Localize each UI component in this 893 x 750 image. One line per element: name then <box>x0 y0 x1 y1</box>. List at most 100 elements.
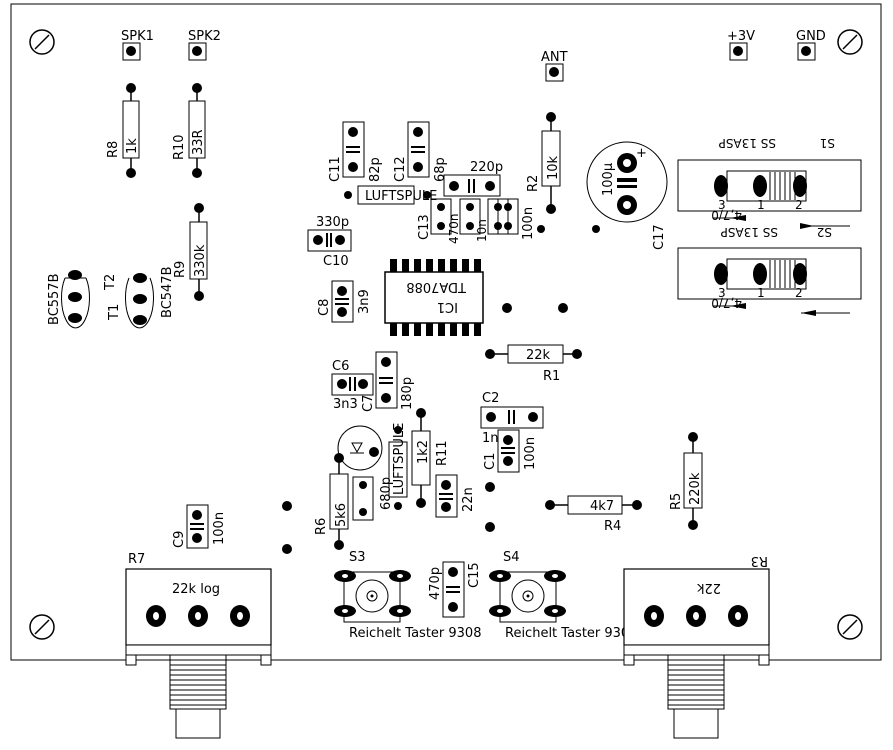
switch-s1-pin-b: 1 <box>757 198 765 212</box>
connector-spk2: SPK2 <box>188 29 221 61</box>
resistor-r1: 22k R1 <box>485 344 582 384</box>
ic-ic1-part: TDA7088 <box>406 279 467 294</box>
resistor-r11: 1k2 R11 <box>411 408 450 508</box>
inductor-l1-label: LUFTSPULE <box>365 189 437 204</box>
resistor-r6-value: 5k6 <box>334 503 349 527</box>
capacitor-c14: 470n <box>447 198 481 244</box>
capacitor-c3-value: 100n <box>521 207 536 240</box>
switch-s2-pin-c: 2 <box>795 286 803 300</box>
capacitor-c7-value: 180p <box>400 377 415 410</box>
connector-ant-label: ANT <box>541 50 568 65</box>
resistor-r2-name: R2 <box>526 175 541 192</box>
connector-gnd: GND <box>796 29 826 61</box>
capacitor-c7-name: C7 <box>361 395 376 412</box>
resistor-r9-name: R9 <box>173 261 188 278</box>
capacitor-220p: 220p <box>443 160 503 197</box>
resistor-r8-value: 1k <box>125 138 140 154</box>
capacitor-c8-value: 3n9 <box>357 289 372 314</box>
capacitor-c5-value: 22n <box>461 487 476 512</box>
resistor-r10-name: R10 <box>172 134 187 160</box>
connector-spk2-label: SPK2 <box>188 29 221 44</box>
capacitor-c12-value: 68p <box>433 157 448 182</box>
resistor-r1-value: 22k <box>526 348 551 363</box>
resistor-r10-value: 33R <box>191 129 206 155</box>
switch-s1-pin-a: 3 <box>718 198 726 212</box>
resistor-r10: 33R R10 <box>172 83 206 178</box>
button-s4-name: S4 <box>503 550 520 565</box>
capacitor-c15: 470p C15 <box>428 561 482 618</box>
resistor-r9-value: 330k <box>193 244 208 277</box>
resistor-r11-name: R11 <box>435 440 450 466</box>
via <box>537 225 545 233</box>
capacitor-c9: 100n C9 <box>172 504 227 549</box>
capacitor-c11-value: 82p <box>368 157 383 182</box>
switch-s1-name: S1 <box>820 136 835 150</box>
switch-s2: 3 1 2 SS 13ASP S2 4,7/0 <box>677 225 862 316</box>
capacitor-c7: 180p C7 <box>361 351 415 412</box>
potentiometer-r7: R7 22k log <box>125 552 272 739</box>
resistor-r4: 4k7 R4 <box>545 495 642 534</box>
capacitor-c12-name: C12 <box>393 156 408 182</box>
capacitor-c2: C2 1n <box>480 391 544 446</box>
resistor-r5-value: 220k <box>688 472 703 505</box>
capacitor-c1-value: 100n <box>523 437 538 470</box>
switch-s1-ratio: 4,7/0 <box>711 208 742 222</box>
resistor-r5: 220k R5 <box>669 432 703 530</box>
resistor-r2-value: 10k <box>546 155 561 180</box>
resistor-r1-name: R1 <box>543 369 560 384</box>
capacitor-c8: 3n9 C8 <box>317 280 372 323</box>
resistor-r4-name: R4 <box>604 519 621 534</box>
capacitor-c11: 82p C11 <box>328 121 383 182</box>
capacitor-c14-value: 470n <box>447 213 461 244</box>
resistor-r4-value: 4k7 <box>590 499 614 514</box>
ic-ic1: TDA7088 IC1 <box>384 259 484 336</box>
transistor-t1: BC547B T1 <box>107 267 175 329</box>
capacitor-c17-name: C17 <box>652 224 667 250</box>
transistor-t2-name: T2 <box>103 274 118 291</box>
resistor-r6: 5k6 R6 <box>314 453 349 550</box>
capacitor-c1: 100n C1 <box>483 429 538 473</box>
connector-gnd-label: GND <box>796 29 826 44</box>
via <box>592 225 600 233</box>
via <box>485 482 495 492</box>
capacitor-c6-name: C6 <box>332 359 349 374</box>
capacitor-c15-value: 470p <box>428 567 443 600</box>
capacitor-c10-value: 330p <box>316 215 349 230</box>
resistor-r2: 10k R2 <box>526 112 561 214</box>
transistor-t2-type: BC557B <box>47 274 62 326</box>
mounting-hole-bottom-left <box>29 614 55 640</box>
resistor-r8-name: R8 <box>106 141 121 158</box>
capacitor-c15-name: C15 <box>467 562 482 588</box>
capacitor-c9-value: 100n <box>212 512 227 545</box>
capacitor-c2-name: C2 <box>482 391 499 406</box>
button-s4: S4 Reichelt Taster 9308 <box>489 550 637 641</box>
capacitor-c10-name: C10 <box>323 254 349 269</box>
capacitor-c4: 680p <box>352 476 394 521</box>
button-s3-name: S3 <box>349 550 366 565</box>
connector-spk1-label: SPK1 <box>121 29 154 44</box>
capacitor-c13-name: C13 <box>417 214 432 240</box>
button-s4-part: Reichelt Taster 9308 <box>505 626 637 641</box>
potentiometer-r3-name: R3 <box>751 553 768 568</box>
capacitor-c13: C13 <box>417 198 452 240</box>
transistor-t2: BC557B T2 <box>47 270 118 329</box>
via <box>485 522 495 532</box>
resistor-r6-name: R6 <box>314 518 329 535</box>
switch-s2-part: SS 13ASP <box>721 225 778 239</box>
capacitor-c12: 68p C12 <box>393 121 448 182</box>
capacitor-c17: + 100µ C17 <box>586 141 668 250</box>
svg-text:+: + <box>636 146 647 161</box>
inductor-l2: LUFTSPULE <box>388 423 408 510</box>
resistor-r9: 330k R9 <box>173 203 208 301</box>
potentiometer-r3-value: 22k <box>696 580 721 595</box>
switch-s2-pin-a: 3 <box>718 286 726 300</box>
transistor-t1-type: BC547B <box>160 267 175 319</box>
via <box>282 501 292 511</box>
inductor-l2-label: LUFTSPULE <box>392 423 407 495</box>
capacitor-c5: 22n <box>435 474 476 518</box>
switch-s1: 3 1 2 SS 13ASP S1 4,7/0 <box>677 136 862 229</box>
switch-s1-pin-c: 2 <box>795 198 803 212</box>
potentiometer-r3: R3 22k <box>623 553 770 739</box>
capacitor-c6: C6 3n3 <box>331 359 374 412</box>
